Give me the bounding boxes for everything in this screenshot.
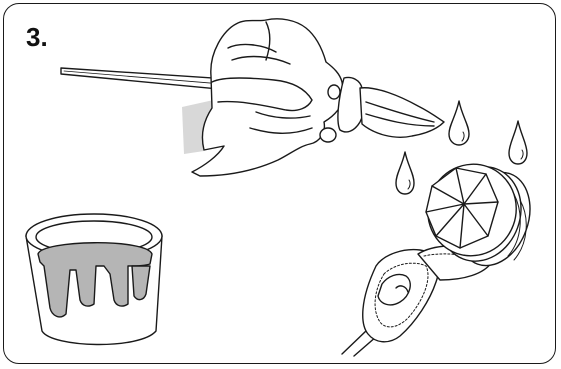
instruction-panel: 3. bbox=[3, 3, 556, 364]
instruction-illustration bbox=[4, 4, 556, 364]
lamp-holder-icon bbox=[342, 152, 542, 356]
paint-pot-icon bbox=[26, 214, 162, 345]
paint-drop-icon bbox=[509, 121, 527, 164]
hand-holding-brush-icon bbox=[61, 19, 444, 176]
paint-drop-icon bbox=[396, 152, 414, 194]
paint-drop-icon bbox=[449, 101, 469, 145]
